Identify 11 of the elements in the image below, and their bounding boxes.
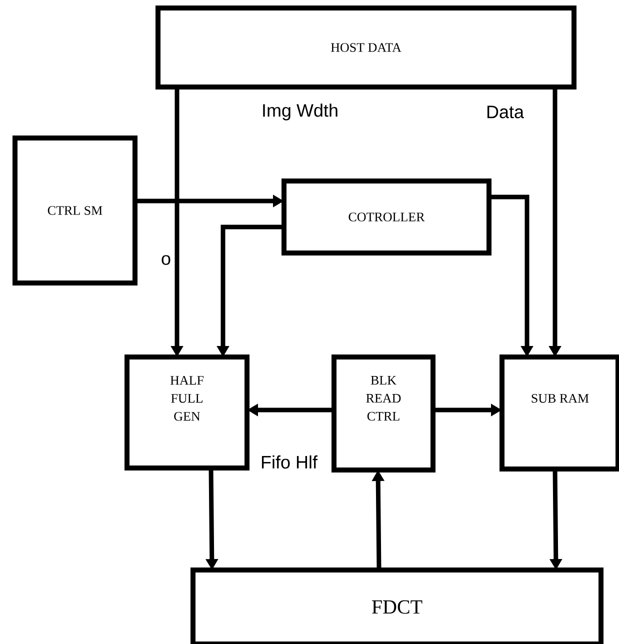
signal-label: Fifo Hlf <box>262 455 318 469</box>
block-box: CTRL SM <box>12 136 138 286</box>
signal-label: o <box>162 255 170 265</box>
block-box: HALF FULL GEN <box>124 354 250 470</box>
signal-label: Data <box>487 106 524 118</box>
block-box: FDCT <box>190 568 604 644</box>
signal-label: Img Wdth <box>263 104 338 120</box>
block-box: SUB RAM <box>500 354 619 472</box>
block-box: COTROLLER <box>282 178 492 256</box>
block-box: HOST DATA <box>156 6 576 90</box>
block-box: BLK READ CTRL <box>332 354 436 472</box>
